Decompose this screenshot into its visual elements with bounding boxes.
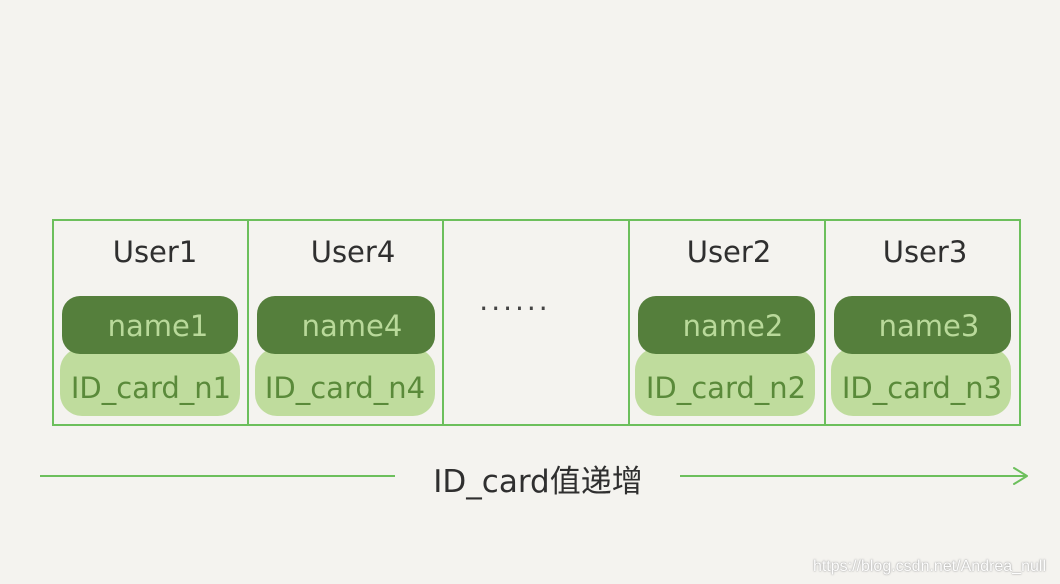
record-user-label: User4	[311, 235, 396, 269]
id-card-field-label: ID_card_n4	[265, 371, 425, 405]
record-cell-user2: User2 name2 ID_card_n2	[635, 235, 815, 416]
record-cell-user1: User1 name1 ID_card_n1	[60, 235, 240, 416]
name-field	[62, 296, 238, 354]
record-cell-user4: User4 name4 ID_card_n4	[255, 235, 435, 416]
arrow-head-icon	[1013, 467, 1028, 485]
name-field	[638, 296, 815, 354]
id-card-field-label: ID_card_n3	[842, 371, 1002, 405]
record-user-label: User1	[113, 235, 198, 269]
record-cell-user3: User3 name3 ID_card_n3	[831, 235, 1011, 416]
id-card-field	[635, 348, 815, 416]
record-user-label: User2	[687, 235, 772, 269]
storage-row-frame	[52, 219, 1021, 426]
id-card-field-label: ID_card_n2	[646, 371, 806, 405]
name-field-label: name4	[302, 309, 403, 343]
order-axis: ID_card值递增	[40, 464, 1028, 500]
name-field-label: name1	[108, 309, 209, 343]
id-card-field	[255, 348, 435, 416]
id-card-field	[60, 348, 240, 416]
name-field	[834, 296, 1011, 354]
id-card-field	[831, 348, 1011, 416]
id-card-field-label: ID_card_n1	[71, 371, 231, 405]
axis-label: ID_card值递增	[433, 464, 642, 500]
name-field	[257, 296, 435, 354]
name-field-label: name2	[683, 309, 784, 343]
watermark-text: https://blog.csdn.net/Andrea_null	[812, 558, 1046, 575]
name-field-label: name3	[879, 309, 980, 343]
ellipsis-label: ······	[479, 292, 550, 325]
record-user-label: User3	[883, 235, 968, 269]
ellipsis-cell: ······	[479, 292, 550, 325]
